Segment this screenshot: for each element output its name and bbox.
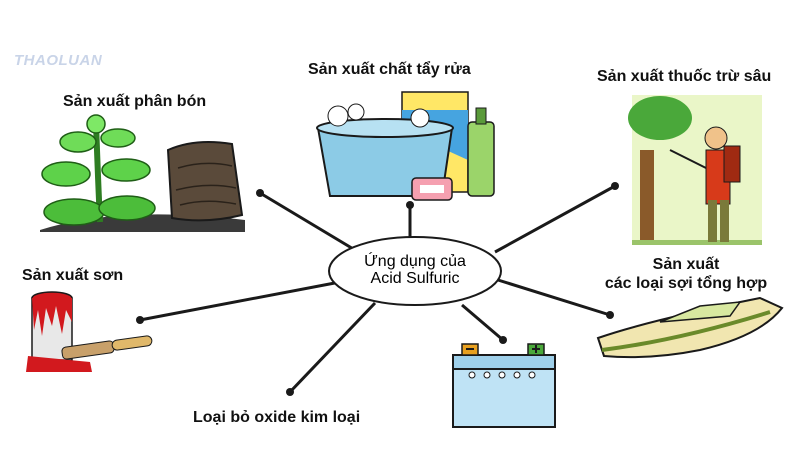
label-paint: Sản xuất sơn xyxy=(22,267,124,284)
connectors xyxy=(139,184,616,394)
endpoint-detergent xyxy=(406,201,414,209)
connector-endpoints xyxy=(136,182,619,396)
center-title-line1: Ứng dụng của xyxy=(364,253,466,270)
label-detergent: Sản xuất chất tẩy rửa xyxy=(308,61,471,78)
connector-paint xyxy=(139,280,341,322)
endpoint-fiber xyxy=(606,311,614,319)
label-oxide: Loại bỏ oxide kim loại xyxy=(193,409,361,426)
detergent-basin-icon xyxy=(316,91,495,201)
center-title-line2: Acid Sulfuric xyxy=(370,270,460,287)
label-pesticide: Sản xuất thuốc trừ sâu xyxy=(597,68,772,85)
endpoint-oxide xyxy=(286,388,294,396)
endpoint-pesticide xyxy=(611,182,619,190)
connector-battery xyxy=(461,303,504,342)
car-battery-icon xyxy=(452,343,556,428)
watermark-logo: THAOLUAN xyxy=(14,52,103,69)
paint-can-brush-icon xyxy=(26,291,153,372)
connector-oxide xyxy=(288,301,377,394)
label-fiber-line2: các loại sợi tổng hợp xyxy=(604,275,768,292)
center-ellipse xyxy=(328,236,502,306)
endpoint-fertilizer xyxy=(256,189,264,197)
label-fiber: Sản xuất các loại sợi tổng hợp xyxy=(596,255,776,293)
endpoint-battery xyxy=(499,336,507,344)
label-fiber-line1: Sản xuất xyxy=(652,256,720,273)
pesticide-sprayer-icon xyxy=(628,95,762,245)
connector-pesticide xyxy=(494,184,616,254)
connector-fiber xyxy=(497,278,611,317)
center-title: Ứng dụng của Acid Sulfuric xyxy=(330,253,500,287)
fertilizer-plant-icon xyxy=(40,114,245,232)
boat-icon xyxy=(596,296,784,359)
endpoint-paint xyxy=(136,316,144,324)
connector-fertilizer xyxy=(259,191,356,252)
label-fertilizer: Sản xuất phân bón xyxy=(63,93,207,110)
